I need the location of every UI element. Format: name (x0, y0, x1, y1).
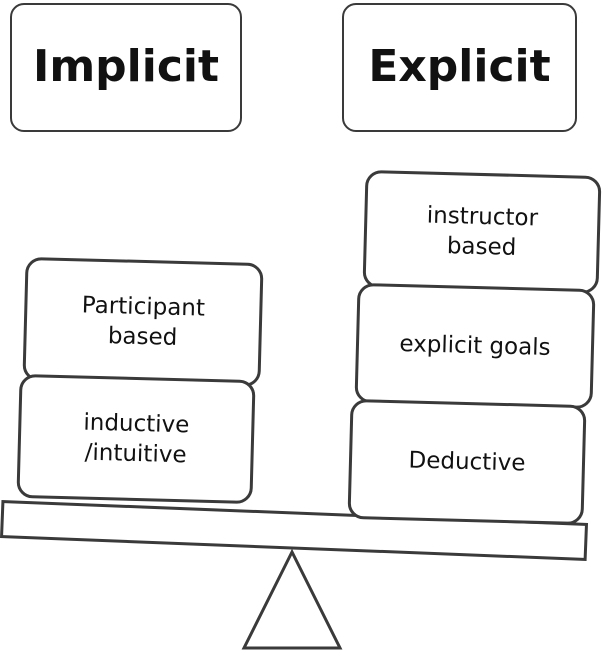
explicit-goals-label: explicit goals (399, 330, 551, 361)
deductive-label: Deductive (408, 447, 526, 477)
explicit-goals-box: explicit goals (354, 282, 596, 410)
instructor-based-box: instructor based (362, 169, 602, 295)
deductive-box: Deductive (347, 398, 587, 526)
implicit-header: Implicit (10, 3, 242, 132)
explicit-header: Explicit (342, 3, 577, 132)
inductive-intuitive-label: inductive /intuitive (83, 409, 190, 469)
inductive-intuitive-box: inductive /intuitive (16, 373, 256, 505)
scale-fulcrum (241, 548, 343, 650)
scale-beam (0, 499, 589, 562)
participant-based-label: Participant based (81, 292, 206, 351)
instructor-based-label: instructor based (426, 202, 539, 261)
participant-based-box: Participant based (22, 256, 264, 388)
